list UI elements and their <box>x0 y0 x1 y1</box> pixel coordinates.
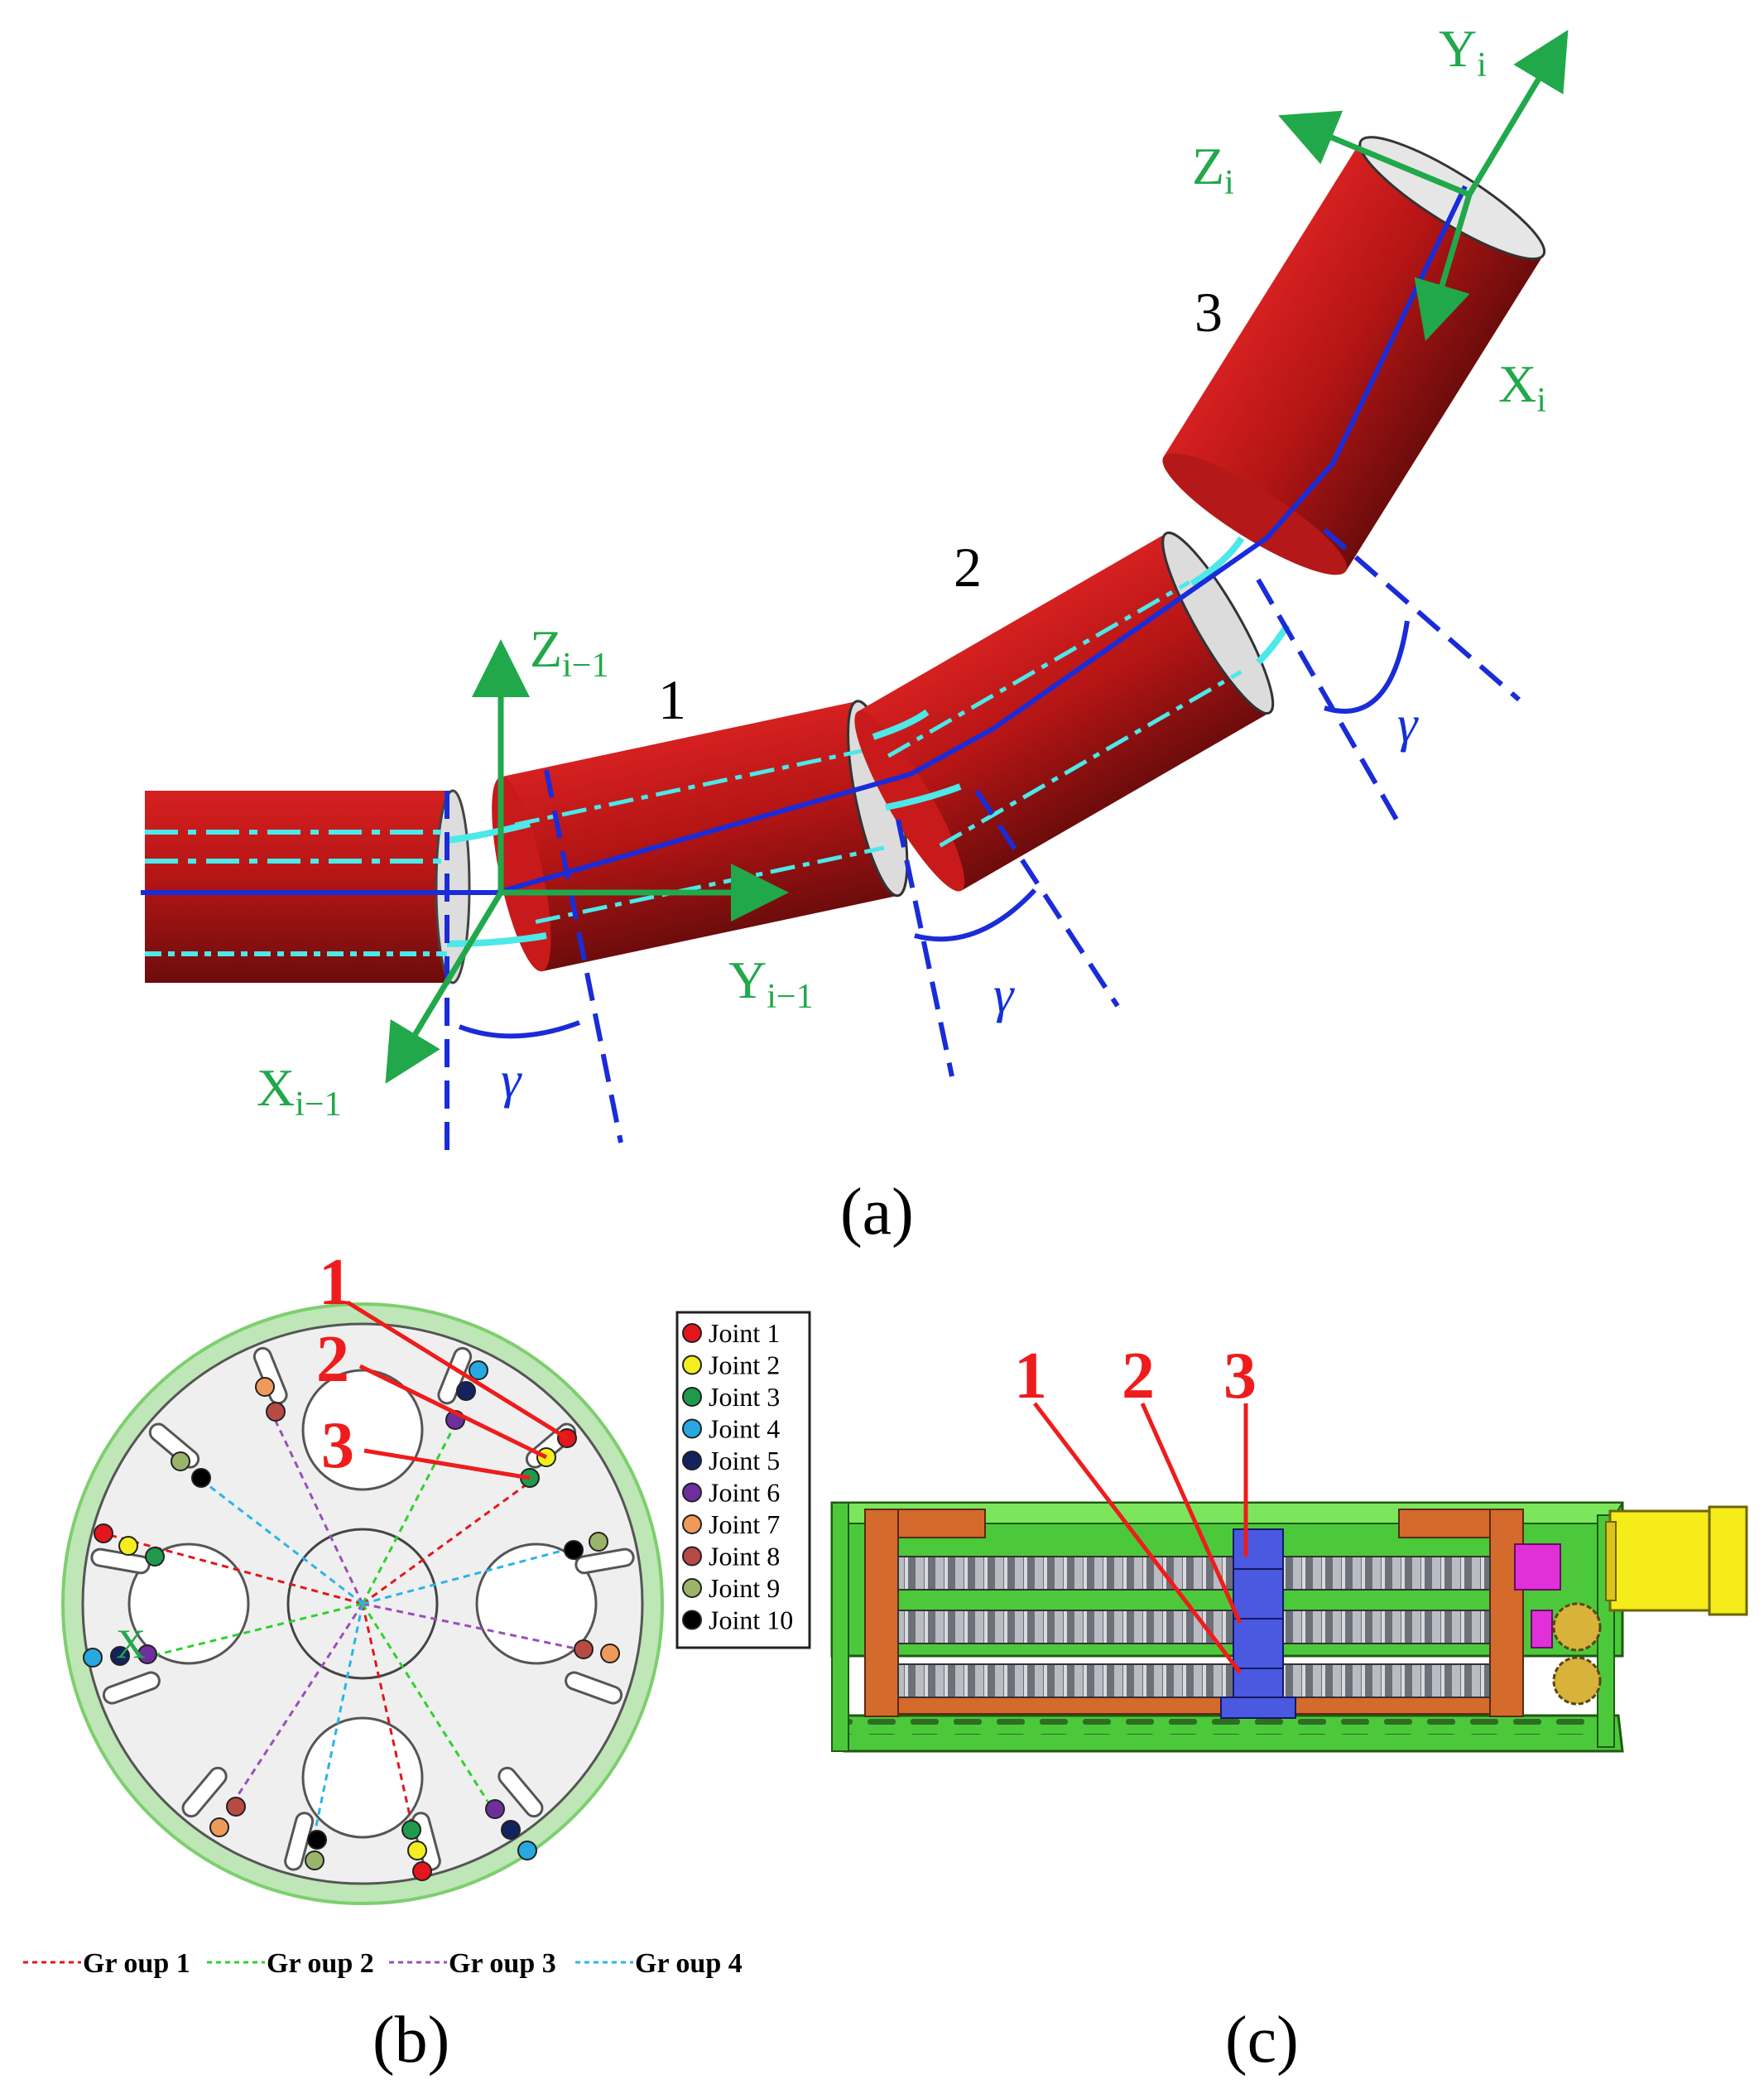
joint-dot <box>191 1468 211 1488</box>
cables <box>446 536 1291 947</box>
lead-screw-1 <box>897 1556 1491 1591</box>
end-frame-right <box>1489 1509 1524 1717</box>
joint-dot <box>255 1377 275 1397</box>
legend-label: Joint 8 <box>709 1542 780 1571</box>
panel-a: γ γ γ 1 2 3 Zi−1 Yi−1 Xi−1 Yi Zi Xi (a) <box>141 19 1569 1249</box>
panel-c: 1 2 3 (c) <box>829 1340 1748 2077</box>
coupling <box>1514 1543 1561 1591</box>
caption-b: (b) <box>373 2004 449 2077</box>
lead-screw-3 <box>897 1663 1491 1698</box>
frame-i-minus-1 <box>385 639 789 1084</box>
legend-swatch <box>682 1323 702 1343</box>
legend-swatch <box>682 1610 702 1630</box>
gear-1 <box>1552 1602 1602 1652</box>
joint-dot <box>307 1830 327 1850</box>
legend-label: Joint 1 <box>709 1318 780 1348</box>
joint-dot <box>305 1851 324 1870</box>
caption-a: (a) <box>840 1176 914 1249</box>
joint-dot <box>564 1540 584 1560</box>
legend-swatch <box>682 1355 702 1375</box>
legend-label: Joint 2 <box>709 1350 780 1380</box>
backbone-centerline <box>141 185 1468 895</box>
lead-screw-2 <box>897 1610 1491 1644</box>
callout-lines-b <box>346 1300 569 1480</box>
legend-swatch <box>682 1418 702 1439</box>
joint-dot <box>589 1532 608 1552</box>
group-legend: Gr oup 1 Gr oup 2 Gr oup 3 Gr oup 4 <box>23 1948 743 1979</box>
axis-z-i: Zi <box>1192 137 1234 202</box>
joint-dot <box>401 1820 421 1840</box>
motor <box>1608 1509 1723 1612</box>
legend-swatch <box>682 1387 702 1407</box>
joint-dot <box>226 1797 246 1817</box>
segment-number-2: 2 <box>954 536 982 599</box>
group-lines <box>103 1415 580 1835</box>
group-label: Gr oup 1 <box>83 1948 190 1979</box>
joint-dot <box>110 1646 130 1666</box>
callout-c-1: 1 <box>1014 1340 1047 1413</box>
legend-swatch <box>682 1514 702 1534</box>
joint-dot <box>485 1799 505 1819</box>
axis-x-mark: X <box>116 1620 146 1667</box>
axis-z-i-minus-1: Zi−1 <box>530 619 608 685</box>
legend-swatch <box>682 1451 702 1470</box>
joint-dot <box>456 1381 476 1401</box>
joint-dot <box>94 1523 113 1543</box>
joint-dot <box>145 1547 165 1567</box>
joint-dot <box>266 1402 286 1422</box>
legend-label: Joint 4 <box>709 1414 780 1444</box>
legend-label: Joint 5 <box>709 1446 780 1475</box>
joint-dot <box>574 1639 594 1659</box>
axis-x-i-minus-1: Xi−1 <box>257 1058 342 1124</box>
callout-b-3: 3 <box>321 1409 354 1482</box>
disk-slots <box>90 1346 635 1871</box>
joint-dot <box>517 1841 537 1860</box>
joint-dot <box>412 1861 432 1881</box>
nut-blocks <box>1220 1528 1296 1719</box>
joint-dot <box>407 1841 427 1860</box>
group-label: Gr oup 2 <box>267 1948 374 1979</box>
legend-label: Joint 7 <box>709 1509 780 1539</box>
axis-y-i-minus-1: Yi−1 <box>728 951 814 1016</box>
group-label: Gr oup 3 <box>449 1948 556 1979</box>
axis-x-i: Xi <box>1498 354 1546 420</box>
legend-swatch <box>682 1482 702 1503</box>
legend-label: Joint 9 <box>709 1573 780 1603</box>
joint-angle-markers <box>445 527 1521 1155</box>
joint-dot <box>171 1451 190 1471</box>
joint-dot <box>137 1644 157 1664</box>
gamma-label-2: γ <box>993 967 1015 1023</box>
gear-2 <box>1552 1656 1602 1706</box>
joint-dots <box>83 1360 620 1881</box>
base-tube <box>145 789 471 984</box>
callout-b-2: 2 <box>316 1323 349 1396</box>
joint-dot <box>209 1817 229 1837</box>
joint-dot <box>600 1644 620 1663</box>
joint-dot <box>83 1648 103 1668</box>
gamma-label-3: γ <box>1397 696 1419 753</box>
joint-dot <box>469 1360 488 1380</box>
legend-label: Joint 10 <box>709 1605 793 1635</box>
callout-lines-c <box>1033 1402 1248 1674</box>
gamma-label-1: γ <box>501 1052 522 1109</box>
segment-number-1: 1 <box>658 668 686 731</box>
joint-dot <box>118 1536 138 1556</box>
end-frame-left <box>864 1509 899 1717</box>
axis-y-i: Yi <box>1439 19 1487 84</box>
frame-i <box>1278 29 1569 341</box>
caption-c: (c) <box>1225 2004 1299 2077</box>
legend-swatch <box>682 1546 702 1567</box>
callout-b-1: 1 <box>319 1246 352 1319</box>
callout-c-3: 3 <box>1223 1340 1257 1413</box>
callout-c-2: 2 <box>1122 1340 1155 1413</box>
joint-dot <box>501 1820 521 1840</box>
legend-swatch <box>682 1578 702 1598</box>
segment-number-3: 3 <box>1194 281 1223 344</box>
legend-label: Joint 3 <box>709 1382 780 1412</box>
legend-label: Joint 6 <box>709 1478 780 1508</box>
group-label: Gr oup 4 <box>635 1948 743 1979</box>
